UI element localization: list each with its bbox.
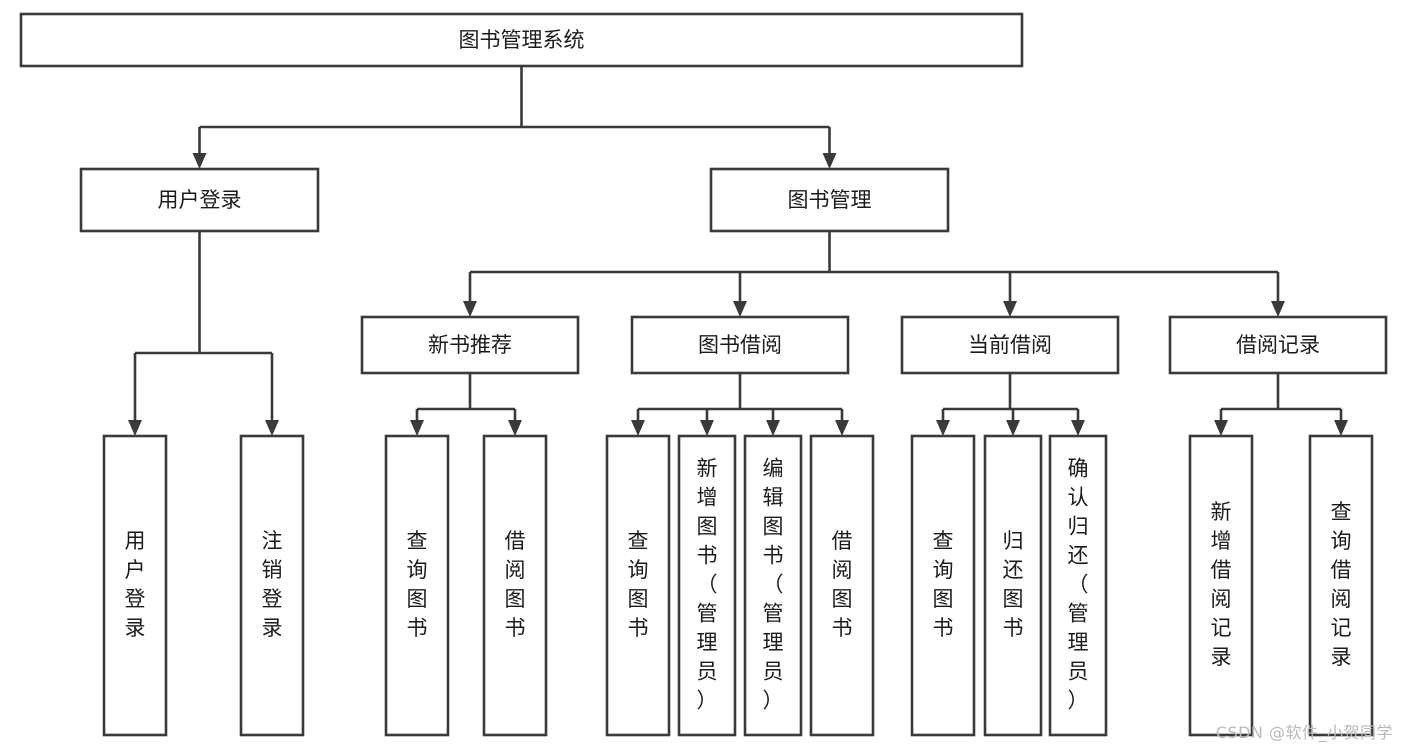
node-leaf-edit-book-admin[interactable]: 编辑图书（管理员）: [743, 434, 803, 737]
node-leaf-add-book-admin[interactable]: 新增图书（管理员）: [677, 434, 737, 737]
bookmanage-to-level3-arrow-0: [463, 301, 477, 317]
node-leaf-add-book-admin-rect[interactable]: [677, 434, 737, 737]
node-leaf-user-login-label: 用户登录: [125, 529, 146, 640]
bookmanage-to-level3-arrow-3: [1271, 301, 1285, 317]
node-root-system-label: 图书管理系统: [459, 28, 585, 52]
userlogin-to-leaves-arrow-0: [128, 420, 142, 436]
book-borrow-to-leaves-arrow-0: [631, 420, 645, 436]
node-leaf-edit-book-admin-rect[interactable]: [743, 434, 803, 737]
node-book-manage-rect[interactable]: [709, 167, 950, 233]
book-borrow-to-leaves-arrow-2: [766, 420, 780, 436]
node-leaf-user-logout-rect[interactable]: [239, 434, 305, 737]
node-leaf-return-book-label: 归还图书: [1003, 529, 1024, 640]
node-leaf-user-logout-label: 注销登录: [262, 529, 283, 640]
node-leaf-query-book-3-label: 查询图书: [933, 529, 954, 640]
node-leaf-query-record-label: 查询借阅记录: [1331, 500, 1352, 669]
node-leaf-query-book-2-rect[interactable]: [605, 434, 671, 737]
node-leaf-query-book-3[interactable]: 查询图书: [910, 434, 976, 737]
node-leaf-user-logout[interactable]: 注销登录: [239, 434, 305, 737]
bookmanage-to-level3-arrow-2: [1003, 301, 1017, 317]
new-book-recommend-to-leaves-arrow-1: [508, 420, 522, 436]
node-leaf-add-record[interactable]: 新增借阅记录: [1188, 434, 1254, 737]
node-leaf-confirm-return-label: 确认归还（管理员）: [1068, 457, 1089, 713]
borrow-record-to-leaves-arrow-1: [1334, 420, 1348, 436]
node-current-borrow[interactable]: 当前借阅: [900, 315, 1120, 375]
node-leaf-borrow-book-2-label: 借阅图书: [832, 529, 853, 640]
new-book-recommend-to-leaves-arrow-0: [410, 420, 424, 436]
node-leaf-add-record-label: 新增借阅记录: [1211, 500, 1232, 669]
node-leaf-borrow-book-1-label: 借阅图书: [505, 529, 526, 640]
node-leaf-add-record-rect[interactable]: [1188, 434, 1254, 737]
node-book-manage[interactable]: 图书管理: [709, 167, 950, 233]
node-leaf-borrow-book-2[interactable]: 借阅图书: [809, 434, 875, 737]
current-borrow-to-leaves-arrow-2: [1071, 420, 1085, 436]
node-borrow-record-rect[interactable]: [1168, 315, 1388, 375]
bookmanage-to-level3-arrow-1: [733, 301, 747, 317]
node-borrow-record[interactable]: 借阅记录: [1168, 315, 1388, 375]
node-leaf-edit-book-admin-label: 编辑图书（管理员）: [763, 457, 784, 713]
node-root-system[interactable]: 图书管理系统: [19, 12, 1024, 68]
node-leaf-confirm-return[interactable]: 确认归还（管理员）: [1048, 434, 1108, 737]
node-current-borrow-rect[interactable]: [900, 315, 1120, 375]
node-borrow-record-label: 借阅记录: [1236, 333, 1320, 357]
node-leaf-return-book[interactable]: 归还图书: [983, 434, 1043, 737]
node-user-login-rect[interactable]: [79, 167, 320, 233]
node-new-book-recommend[interactable]: 新书推荐: [360, 315, 580, 375]
node-leaf-query-book-1[interactable]: 查询图书: [384, 434, 450, 737]
book-borrow-to-leaves-arrow-1: [700, 420, 714, 436]
node-book-manage-label: 图书管理: [788, 188, 872, 212]
node-book-borrow-label: 图书借阅: [698, 333, 782, 357]
node-book-borrow-rect[interactable]: [630, 315, 850, 375]
node-new-book-recommend-label: 新书推荐: [428, 333, 512, 357]
node-user-login[interactable]: 用户登录: [79, 167, 320, 233]
node-leaf-borrow-book-2-rect[interactable]: [809, 434, 875, 737]
boxes-layer: 图书管理系统用户登录图书管理新书推荐图书借阅当前借阅借阅记录用户登录注销登录查询…: [19, 12, 1388, 737]
node-leaf-query-book-2-label: 查询图书: [628, 529, 649, 640]
node-current-borrow-label: 当前借阅: [968, 333, 1052, 357]
node-leaf-query-record[interactable]: 查询借阅记录: [1308, 434, 1374, 737]
book-borrow-to-leaves-arrow-3: [835, 420, 849, 436]
node-user-login-label: 用户登录: [158, 188, 242, 212]
node-leaf-confirm-return-rect[interactable]: [1048, 434, 1108, 737]
current-borrow-to-leaves-arrow-1: [1006, 420, 1020, 436]
node-leaf-return-book-rect[interactable]: [983, 434, 1043, 737]
userlogin-to-leaves-arrow-1: [265, 420, 279, 436]
node-leaf-query-book-3-rect[interactable]: [910, 434, 976, 737]
node-leaf-query-book-1-label: 查询图书: [407, 529, 428, 640]
node-leaf-borrow-book-1-rect[interactable]: [482, 434, 548, 737]
connectors-layer: [128, 66, 1348, 436]
borrow-record-to-leaves-arrow-0: [1214, 420, 1228, 436]
node-leaf-query-book-1-rect[interactable]: [384, 434, 450, 737]
node-book-borrow[interactable]: 图书借阅: [630, 315, 850, 375]
node-leaf-query-book-2[interactable]: 查询图书: [605, 434, 671, 737]
root-to-level2-arrow-0: [192, 153, 207, 169]
node-leaf-borrow-book-1[interactable]: 借阅图书: [482, 434, 548, 737]
node-leaf-user-login-rect[interactable]: [102, 434, 168, 737]
csdn-watermark: CSDN @软件_小贺同学: [1215, 723, 1393, 742]
node-leaf-add-book-admin-label: 新增图书（管理员）: [697, 457, 718, 713]
node-new-book-recommend-rect[interactable]: [360, 315, 580, 375]
node-leaf-user-login[interactable]: 用户登录: [102, 434, 168, 737]
node-root-system-rect[interactable]: [19, 12, 1024, 68]
current-borrow-to-leaves-arrow-0: [936, 420, 950, 436]
root-to-level2-arrow-1: [822, 153, 837, 169]
node-leaf-query-record-rect[interactable]: [1308, 434, 1374, 737]
